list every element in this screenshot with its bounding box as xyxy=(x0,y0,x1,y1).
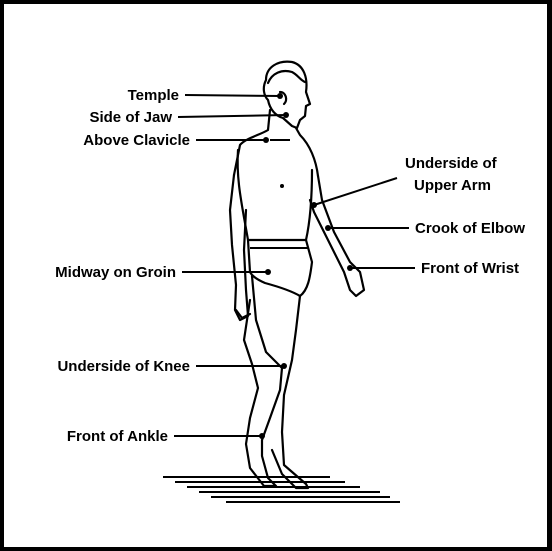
labels: Temple Side of Jaw Above Clavicle Unders… xyxy=(55,87,525,445)
label-underside-upper-arm-2: Upper Arm xyxy=(414,177,491,194)
label-front-of-wrist: Front of Wrist xyxy=(421,260,519,277)
leader-lines xyxy=(174,95,415,436)
floor-lines xyxy=(163,477,400,502)
label-crook-of-elbow: Crook of Elbow xyxy=(415,220,525,237)
label-underside-of-knee: Underside of Knee xyxy=(57,358,190,375)
human-figure xyxy=(230,62,364,488)
label-front-of-ankle: Front of Ankle xyxy=(67,428,168,445)
label-midway-on-groin: Midway on Groin xyxy=(55,264,176,281)
label-temple: Temple xyxy=(128,87,179,104)
label-above-clavicle: Above Clavicle xyxy=(83,132,190,149)
pulse-dots xyxy=(259,93,353,439)
label-underside-upper-arm-1: Underside of xyxy=(405,155,498,172)
label-side-of-jaw: Side of Jaw xyxy=(89,109,172,126)
